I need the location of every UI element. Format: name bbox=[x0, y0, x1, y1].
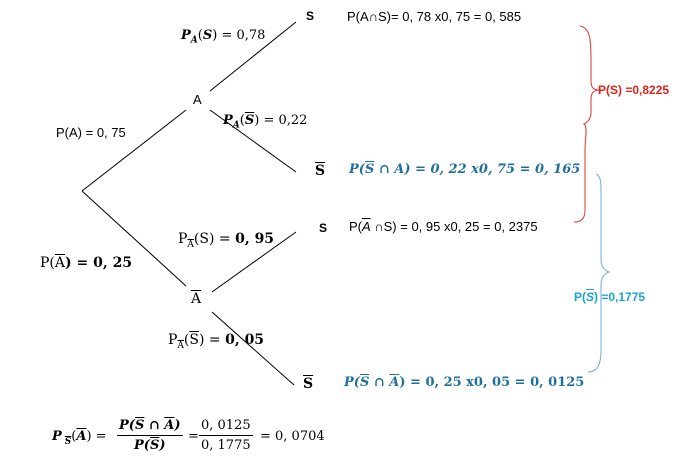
blue-curly-brace bbox=[587, 173, 611, 373]
result-not-s-and-a: P(S ∩ A) = 0, 22 x0, 75 = 0, 165 bbox=[349, 162, 581, 177]
node-not-s-top: S bbox=[315, 163, 326, 179]
bayes-numerator-symbolic: P(S ∩ A) bbox=[117, 418, 183, 436]
label-pa-s: PA(S) = 0,78 bbox=[181, 28, 266, 46]
label-pa-not-s: PA(S) = 0,22 bbox=[223, 113, 308, 131]
bayes-fraction-numeric: 0, 0125 0, 1775 bbox=[199, 418, 253, 453]
bayes-result: = 0, 0704 bbox=[260, 429, 325, 444]
bayes-fraction-symbolic: P(S ∩ A) P(S) bbox=[117, 418, 183, 453]
total-p-s: P(S) =0,8225 bbox=[598, 83, 670, 97]
red-curly-brace bbox=[573, 25, 601, 223]
label-pnota-s: PA(S) = 0, 95 bbox=[178, 231, 275, 250]
node-s-mid: S bbox=[319, 221, 328, 235]
branch-a-to-s bbox=[209, 21, 297, 92]
node-s-top: S bbox=[306, 9, 315, 23]
result-not-a-and-s: P(A ∩S) = 0, 95 x0, 25 = 0, 2375 bbox=[349, 219, 538, 234]
branch-root-to-not-a bbox=[81, 190, 187, 287]
bayes-denominator-numeric: 0, 1775 bbox=[201, 438, 251, 453]
bayes-denominator-symbolic: P(S) bbox=[134, 438, 166, 453]
bayes-equals: = bbox=[188, 429, 199, 444]
node-not-a: A bbox=[191, 291, 202, 307]
node-not-s-bottom: S bbox=[303, 376, 314, 392]
branch-not-a-to-s bbox=[211, 231, 297, 293]
bayes-numerator-numeric: 0, 0125 bbox=[199, 418, 253, 436]
label-pnota-not-s: PA(S) = 0, 05 bbox=[168, 332, 265, 351]
node-a: A bbox=[193, 92, 202, 107]
result-a-and-s: P(A∩S)= 0, 78 x0, 75 = 0, 585 bbox=[347, 9, 522, 24]
total-p-not-s: P(S) =0,1775 bbox=[574, 290, 646, 304]
branch-a-to-not-s bbox=[209, 109, 297, 173]
result-not-s-and-not-a: P(S ∩ A) = 0, 25 x0, 05 = 0, 0125 bbox=[344, 375, 585, 390]
branch-root-to-a bbox=[81, 109, 187, 192]
label-p-not-a: P(A) = 0, 25 bbox=[40, 255, 133, 271]
label-p-a: P(A) = 0, 75 bbox=[56, 125, 126, 140]
branch-not-a-to-not-s bbox=[211, 311, 295, 386]
